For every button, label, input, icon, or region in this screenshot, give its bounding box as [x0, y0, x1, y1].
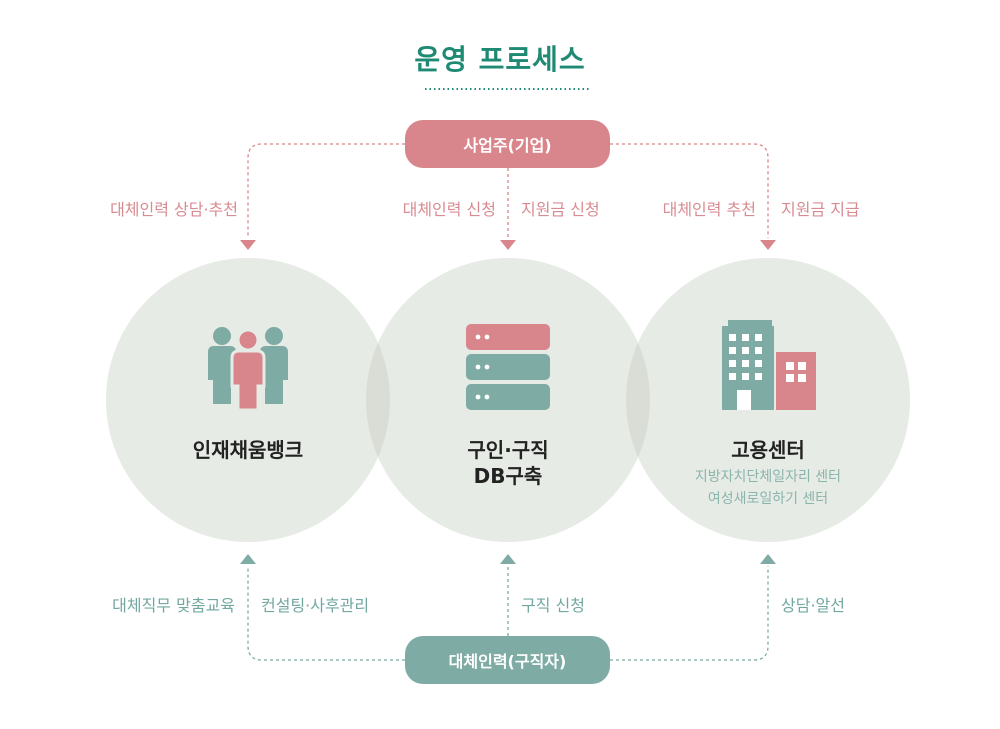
bottom-label-left-right: 컨설팅·사후관리 [261, 596, 370, 615]
up-arrows [240, 554, 776, 564]
top-label-mid-left: 대체인력 신청 [402, 200, 496, 219]
center-title: 고용센터 [731, 438, 805, 462]
people-group-icon [208, 327, 288, 412]
bottom-connectors [247, 566, 769, 661]
database-server-icon [466, 324, 550, 410]
employer-label: 사업주(기업) [463, 136, 552, 155]
center-sub-line1: 지방자치단체일자리 센터 [694, 469, 842, 485]
top-label-right-left: 대체인력 추천 [662, 200, 756, 219]
jobseeker-pill: 대체인력(구직자) [405, 636, 610, 684]
jobseeker-label: 대체인력(구직자) [448, 652, 567, 671]
down-arrows [240, 240, 776, 250]
office-building-icon [722, 320, 816, 410]
db-title-line2: DB구축 [473, 464, 543, 488]
page-title: 운영 프로세스 [414, 43, 586, 76]
bottom-label-right: 상담·알선 [781, 596, 845, 615]
bottom-label-left-left: 대체직무 맞춤교육 [112, 596, 235, 615]
top-label-right-right: 지원금 지급 [781, 200, 860, 219]
top-label-mid-right: 지원금 신청 [521, 200, 600, 219]
bottom-label-mid: 구직 신청 [521, 596, 585, 615]
db-title-line1: 구인·구직 [467, 438, 549, 462]
center-sub-line2: 여성새로일하기 센터 [707, 491, 829, 507]
top-connectors [247, 143, 769, 238]
top-label-left: 대체인력 상담·추천 [110, 200, 238, 219]
employer-pill: 사업주(기업) [405, 120, 610, 168]
bank-title: 인재채움뱅크 [192, 438, 304, 462]
